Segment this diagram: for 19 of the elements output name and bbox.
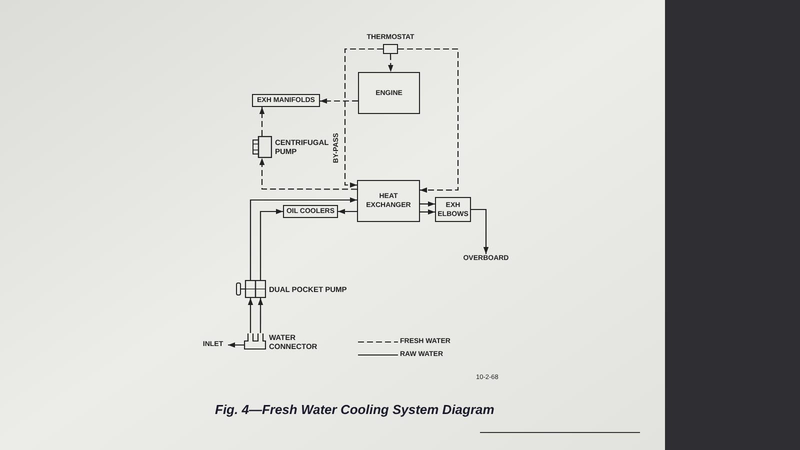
raw-water-line xyxy=(260,208,283,280)
fresh-water-line xyxy=(344,48,383,188)
raw-water-line xyxy=(338,208,357,214)
raw-water-line xyxy=(258,298,264,333)
raw-water-line xyxy=(228,342,244,348)
fresh-water-line xyxy=(259,107,265,136)
fresh-water-line xyxy=(259,158,357,190)
component-box xyxy=(358,72,420,114)
raw-water-line xyxy=(420,209,435,215)
component-box xyxy=(252,94,320,107)
raw-water-line xyxy=(250,197,357,280)
raw-water-line xyxy=(248,298,254,333)
raw-water-line xyxy=(420,201,435,207)
component-box xyxy=(357,180,420,222)
figure-caption: Fig. 4—Fresh Water Cooling System Diagram xyxy=(215,402,494,417)
raw-water-line xyxy=(471,208,489,254)
fresh-water-line xyxy=(388,54,394,72)
fresh-water-line xyxy=(320,98,358,104)
fresh-water-line xyxy=(398,48,459,193)
